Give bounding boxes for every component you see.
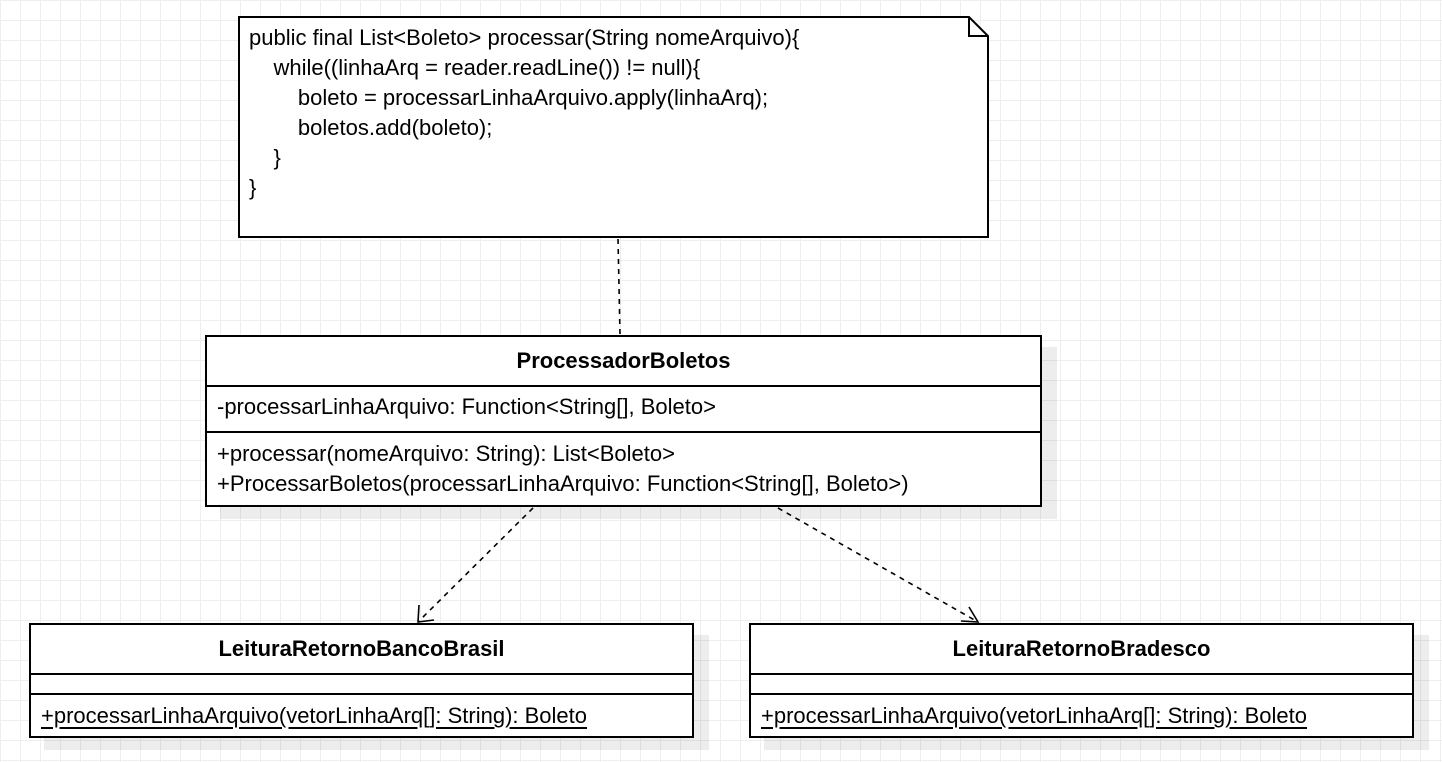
class-attributes — [751, 675, 1412, 695]
class-attribute: -processarLinhaArquivo: Function<String[… — [217, 394, 716, 419]
class-name: LeituraRetornoBancoBrasil — [31, 625, 692, 675]
class-method: +ProcessarBoletos(processarLinhaArquivo:… — [217, 471, 909, 496]
note-code-line: public final List<Boleto> processar(Stri… — [249, 25, 800, 50]
class-name: LeituraRetornoBradesco — [751, 625, 1412, 675]
class-name: ProcessadorBoletos — [207, 337, 1040, 387]
class-methods: +processar(nomeArquivo: String): List<Bo… — [207, 433, 1040, 499]
class-attributes — [31, 675, 692, 695]
note-link — [617, 238, 621, 335]
note-code-line: } — [249, 175, 257, 200]
class-leitura-retorno-banco-brasil[interactable]: LeituraRetornoBancoBrasil +processarLinh… — [29, 623, 694, 738]
note-code-line: boletos.add(boleto); — [249, 115, 493, 140]
note-shape — [238, 16, 989, 238]
dependency-arrowhead-banco-brasil — [417, 604, 435, 623]
class-method: +processarLinhaArquivo(vetorLinhaArq[]: … — [41, 703, 588, 728]
dependency-arrowhead-bradesco — [960, 606, 980, 623]
class-leitura-retorno-bradesco[interactable]: LeituraRetornoBradesco +processarLinhaAr… — [749, 623, 1414, 738]
class-methods: +processarLinhaArquivo(vetorLinhaArq[]: … — [751, 695, 1412, 731]
class-method: +processarLinhaArquivo(vetorLinhaArq[]: … — [761, 703, 1308, 728]
class-methods: +processarLinhaArquivo(vetorLinhaArq[]: … — [31, 695, 692, 731]
note-code-line: } — [249, 145, 281, 170]
class-attributes: -processarLinhaArquivo: Function<String[… — [207, 387, 1040, 433]
dependency-to-bradesco — [777, 507, 979, 623]
code-note[interactable]: public final List<Boleto> processar(Stri… — [238, 16, 989, 238]
note-code-line: while((linhaArq = reader.readLine()) != … — [249, 55, 701, 80]
dependency-to-banco-brasil — [417, 507, 534, 623]
class-method: +processar(nomeArquivo: String): List<Bo… — [217, 441, 675, 466]
note-code: public final List<Boleto> processar(Stri… — [249, 23, 799, 203]
class-processador-boletos[interactable]: ProcessadorBoletos -processarLinhaArquiv… — [205, 335, 1042, 507]
note-code-line: boleto = processarLinhaArquivo.apply(lin… — [249, 85, 769, 110]
